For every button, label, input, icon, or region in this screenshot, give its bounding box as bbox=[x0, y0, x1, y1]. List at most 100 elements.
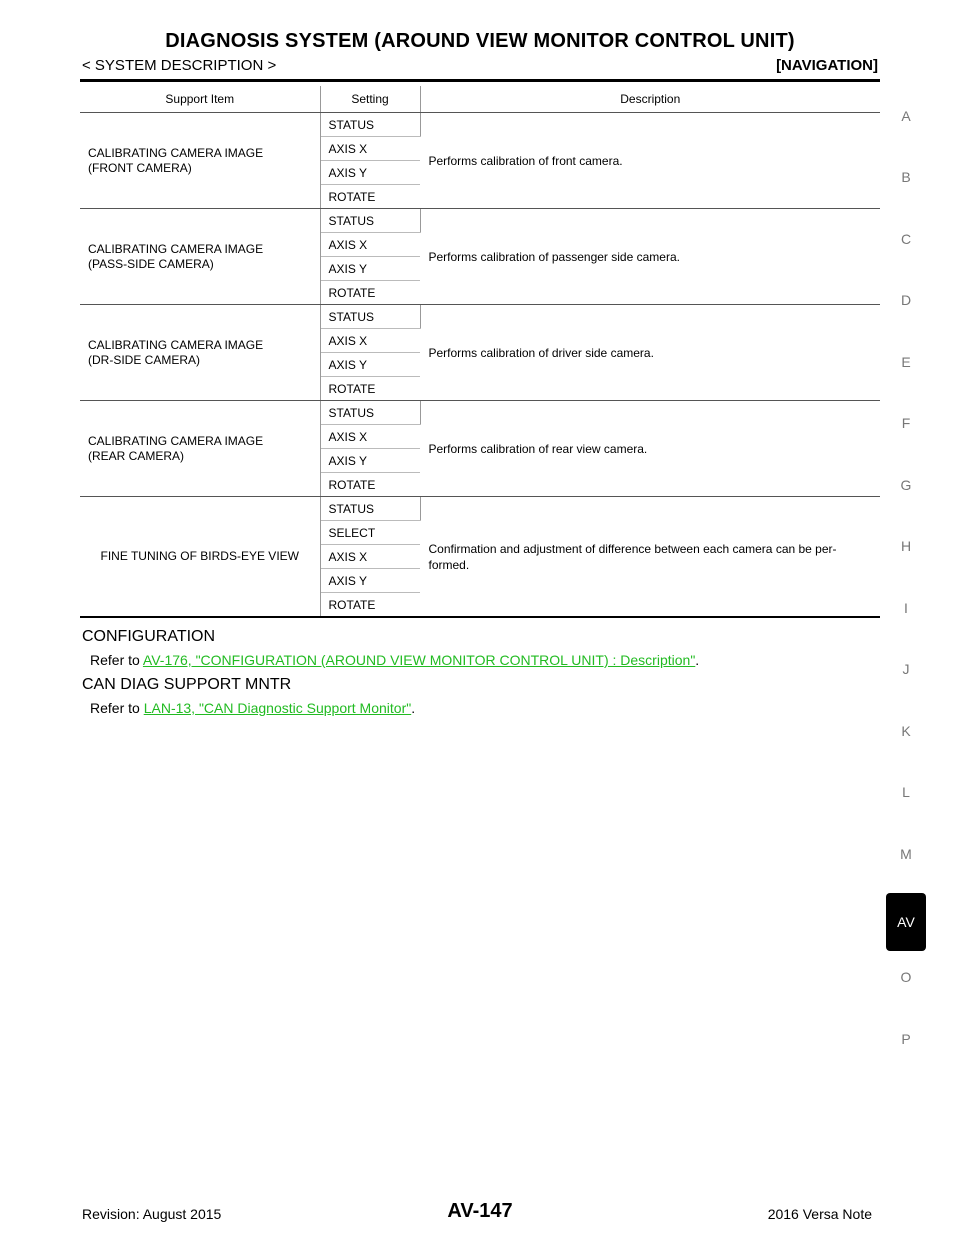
support-item-line: CALIBRATING CAMERA IMAGE bbox=[88, 433, 264, 448]
setting-cell: AXIS Y bbox=[320, 160, 420, 185]
table-row: SELECT bbox=[80, 520, 880, 545]
index-tab-av: AV bbox=[886, 893, 926, 951]
table-row: FINE TUNING OF BIRDS-EYE VIEW STATUS Con… bbox=[80, 496, 880, 618]
table-row: ROTATE bbox=[80, 280, 880, 305]
index-letter-a: A bbox=[901, 108, 911, 124]
setting-cell: AXIS X bbox=[320, 328, 420, 353]
table-row: CALIBRATING CAMERA IMAGE (PASS-SIDE CAME… bbox=[80, 208, 880, 305]
support-item-line: (DR-SIDE CAMERA) bbox=[88, 352, 201, 367]
table-header-row: Support Item Setting Description bbox=[80, 86, 880, 113]
setting-cell: STATUS bbox=[320, 208, 421, 233]
support-item-cell: CALIBRATING CAMERA IMAGE (REAR CAMERA) bbox=[80, 400, 321, 497]
footer-model: 2016 Versa Note bbox=[767, 1206, 872, 1222]
support-item-line: CALIBRATING CAMERA IMAGE bbox=[88, 145, 264, 160]
can-diag-heading: CAN DIAG SUPPORT MNTR bbox=[82, 676, 292, 693]
description-cell: Performs calibration of rear view camera… bbox=[420, 400, 880, 497]
setting-cell: ROTATE bbox=[320, 376, 420, 401]
footer-page-number: AV-147 bbox=[447, 1200, 513, 1222]
table-row: ROTATE bbox=[80, 376, 880, 401]
section-index: A B C D E F G H I J K L M AV O P bbox=[886, 102, 926, 1082]
support-item-line: CALIBRATING CAMERA IMAGE bbox=[88, 241, 264, 256]
table-row: AXIS X bbox=[80, 544, 880, 569]
index-letter-d: D bbox=[900, 292, 912, 308]
support-item-cell: CALIBRATING CAMERA IMAGE (DR-SIDE CAMERA… bbox=[80, 304, 321, 401]
index-letter-e: E bbox=[901, 354, 911, 370]
table-row: ROTATE bbox=[80, 184, 880, 209]
index-letter-g: G bbox=[900, 477, 912, 493]
table-row: AXIS X bbox=[80, 424, 880, 449]
table-row: AXIS X bbox=[80, 136, 880, 161]
table-row: AXIS Y bbox=[80, 568, 880, 593]
page-title: DIAGNOSIS SYSTEM (AROUND VIEW MONITOR CO… bbox=[165, 30, 795, 52]
table-row: AXIS Y bbox=[80, 160, 880, 185]
index-letter-b: B bbox=[901, 169, 911, 185]
table-row: ROTATE bbox=[80, 592, 880, 618]
setting-cell: AXIS Y bbox=[320, 256, 420, 281]
support-item-line: FINE TUNING OF BIRDS-EYE VIEW bbox=[100, 549, 299, 563]
table-row: CALIBRATING CAMERA IMAGE (REAR CAMERA) S… bbox=[80, 400, 880, 497]
table-row: CALIBRATING CAMERA IMAGE (FRONT CAMERA) … bbox=[80, 112, 880, 209]
table-row: AXIS X bbox=[80, 232, 880, 257]
index-letter-c: C bbox=[900, 231, 912, 247]
table-row: AXIS Y bbox=[80, 448, 880, 473]
setting-cell: AXIS X bbox=[320, 424, 420, 449]
table-row: ROTATE bbox=[80, 472, 880, 497]
support-item-line: (REAR CAMERA) bbox=[88, 448, 185, 463]
description-line: Confirmation and adjustment of differenc… bbox=[428, 541, 837, 556]
header-rule bbox=[80, 79, 880, 82]
support-item-line: (FRONT CAMERA) bbox=[88, 160, 192, 175]
setting-cell: ROTATE bbox=[320, 592, 420, 618]
column-header-setting: Setting bbox=[320, 86, 421, 113]
description-cell: Confirmation and adjustment of differenc… bbox=[420, 496, 880, 618]
setting-cell: STATUS bbox=[320, 112, 421, 137]
can-diag-link[interactable]: LAN-13, "CAN Diagnostic Support Monitor" bbox=[143, 700, 412, 716]
column-header-support-item: Support Item bbox=[80, 86, 321, 113]
index-letter-k: K bbox=[901, 723, 911, 739]
description-cell: Performs calibration of front camera. bbox=[420, 112, 880, 209]
table-row: AXIS Y bbox=[80, 256, 880, 281]
index-letter-p: P bbox=[901, 1031, 911, 1047]
support-item-cell: FINE TUNING OF BIRDS-EYE VIEW bbox=[80, 496, 321, 618]
column-header-description: Description bbox=[420, 86, 880, 113]
setting-cell: STATUS bbox=[320, 304, 421, 329]
support-item-cell: CALIBRATING CAMERA IMAGE (FRONT CAMERA) bbox=[80, 112, 321, 209]
reference-prefix: Refer to bbox=[90, 700, 144, 716]
setting-cell: STATUS bbox=[320, 496, 421, 521]
setting-cell: STATUS bbox=[320, 400, 421, 425]
setting-cell: AXIS X bbox=[320, 136, 420, 161]
setting-cell: ROTATE bbox=[320, 472, 420, 497]
index-letter-i: I bbox=[904, 600, 908, 616]
configuration-heading: CONFIGURATION bbox=[82, 628, 216, 645]
index-letter-j: J bbox=[902, 661, 910, 677]
index-letter-o: O bbox=[900, 969, 912, 985]
category-label: [NAVIGATION] bbox=[776, 57, 878, 74]
support-item-line: CALIBRATING CAMERA IMAGE bbox=[88, 337, 264, 352]
setting-cell: AXIS X bbox=[320, 232, 420, 257]
table-row: CALIBRATING CAMERA IMAGE (DR-SIDE CAMERA… bbox=[80, 304, 880, 401]
setting-cell: AXIS Y bbox=[320, 352, 420, 377]
configuration-link[interactable]: AV-176, "CONFIGURATION (AROUND VIEW MONI… bbox=[142, 652, 696, 668]
setting-cell: AXIS Y bbox=[320, 448, 420, 473]
setting-cell: ROTATE bbox=[320, 280, 420, 305]
can-diag-reference: Refer to LAN-13, "CAN Diagnostic Support… bbox=[90, 700, 415, 716]
index-letter-f: F bbox=[901, 415, 911, 431]
setting-cell: AXIS X bbox=[320, 544, 420, 569]
setting-cell: ROTATE bbox=[320, 184, 420, 209]
support-item-line: (PASS-SIDE CAMERA) bbox=[88, 256, 214, 271]
table-row: AXIS Y bbox=[80, 352, 880, 377]
support-item-table: Support Item Setting Description CALIBRA… bbox=[80, 86, 880, 618]
table-row: AXIS X bbox=[80, 328, 880, 353]
description-line: formed. bbox=[428, 557, 470, 572]
support-item-cell: CALIBRATING CAMERA IMAGE (PASS-SIDE CAME… bbox=[80, 208, 321, 305]
index-letter-l: L bbox=[902, 784, 910, 800]
index-letter-m: M bbox=[900, 846, 912, 862]
setting-cell: AXIS Y bbox=[320, 568, 420, 593]
description-cell: Performs calibration of passenger side c… bbox=[420, 208, 880, 305]
configuration-reference: Refer to AV-176, "CONFIGURATION (AROUND … bbox=[90, 652, 699, 668]
setting-cell: SELECT bbox=[320, 520, 420, 545]
description-cell: Performs calibration of driver side came… bbox=[420, 304, 880, 401]
section-label: < SYSTEM DESCRIPTION > bbox=[82, 57, 277, 74]
reference-suffix: . bbox=[411, 700, 416, 716]
footer-revision: Revision: August 2015 bbox=[82, 1206, 222, 1222]
reference-suffix: . bbox=[695, 652, 700, 668]
